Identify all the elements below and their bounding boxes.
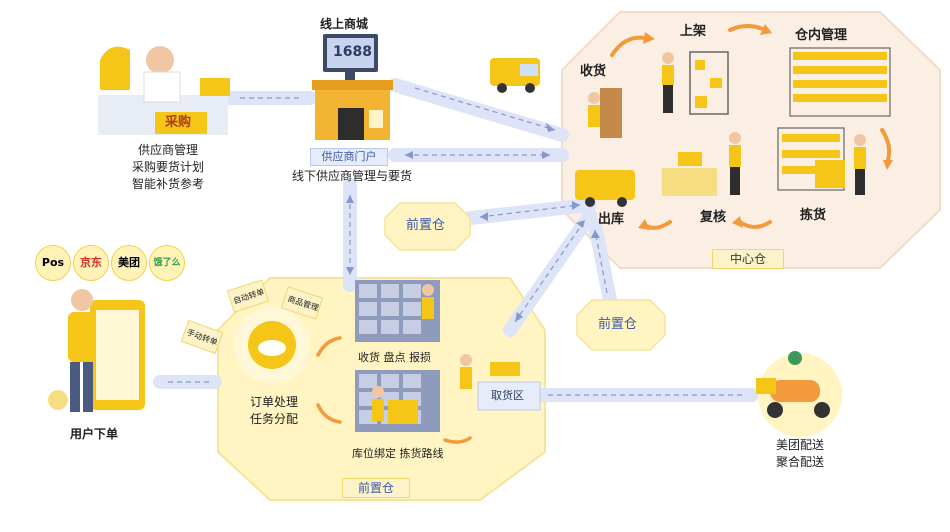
front-warehouse-right-label: 前置仓 <box>598 317 638 332</box>
shelf-bottom-icon <box>355 370 440 432</box>
online-mall-label: 线上商城 <box>320 17 369 31</box>
front-warehouse-top-shape <box>384 202 471 251</box>
supplier-line-3: 智能补货参考 <box>131 177 204 191</box>
front-process-arrows <box>316 336 472 444</box>
delivery-line-1: 美团配送 <box>775 438 824 452</box>
supplier-person-icon <box>146 46 174 74</box>
process-arrow-heads <box>638 24 893 230</box>
brand-eleme: 饿了么 <box>149 245 185 281</box>
supplier-portal-tag: 供应商门户 <box>310 148 388 166</box>
mall-1688-label: 1688 <box>333 44 372 60</box>
front-warehouse-right-shape <box>576 299 666 351</box>
supplier-line-2: 采购要货计划 <box>131 160 204 174</box>
user-person-icon <box>71 289 93 311</box>
order-proc-2: 任务分配 <box>249 412 298 426</box>
worker-icons <box>372 284 520 421</box>
truck-top-icon <box>490 58 540 93</box>
center-warehouse-area <box>561 11 941 269</box>
center-warehouse-tag: 中心仓 <box>712 249 784 269</box>
front-warehouse-bottom-tag: 前置仓 <box>342 478 410 498</box>
truck-center-icon <box>575 170 635 200</box>
pickup-area-label: 取货区 <box>491 389 524 402</box>
warehouse-illustrations <box>575 47 891 207</box>
brand-pos: Pos <box>35 245 71 281</box>
dashed-arrows <box>168 87 745 396</box>
delivery-line-2: 聚合配送 <box>775 455 824 469</box>
review-label: 复核 <box>700 210 727 225</box>
shelve-label: 上架 <box>680 24 707 39</box>
outbound-label: 出库 <box>598 212 625 227</box>
front-warehouse-top-label: 前置仓 <box>406 218 446 233</box>
offline-supplier-label: 线下供应商管理与要货 <box>292 169 413 183</box>
small-tags <box>180 279 324 355</box>
receive-label: 收货 <box>580 64 607 79</box>
pickup-area-box <box>477 381 541 411</box>
user-order-label: 用户下单 <box>70 427 119 441</box>
bind-route-label: 库位绑定 拣货路线 <box>352 447 444 460</box>
arrow-heads <box>346 123 600 322</box>
supplier-line-1: 供应商管理 <box>137 143 198 157</box>
recv-inv-label: 收货 盘点 报损 <box>358 351 431 364</box>
brand-meituan: 美团 <box>111 245 147 281</box>
purchase-label: 采购 <box>165 115 192 130</box>
scooter-icon <box>756 351 842 437</box>
inwh-label: 仓内管理 <box>795 28 848 43</box>
picking-label: 拣货 <box>800 208 827 223</box>
brand-jd: 京东 <box>73 245 109 281</box>
order-proc-1: 订单处理 <box>249 395 298 409</box>
